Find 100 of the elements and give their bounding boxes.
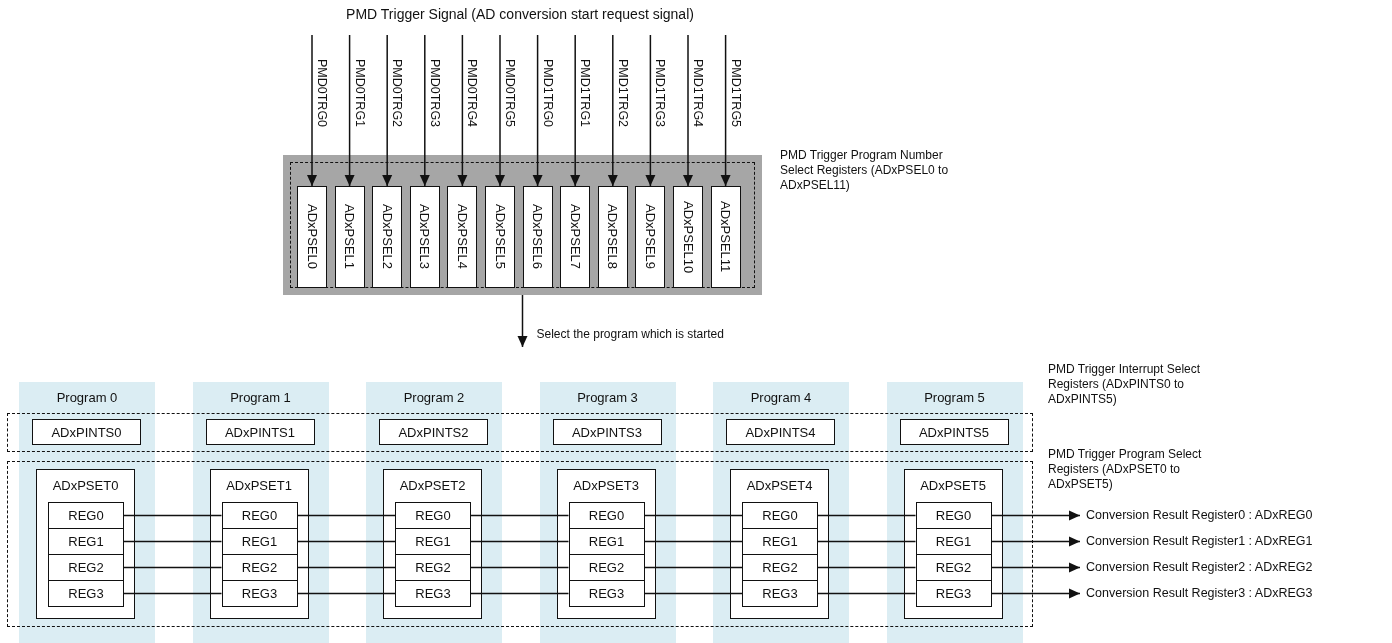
register-row: REG3: [221, 580, 298, 607]
edge-label: Select the program which is started: [536, 327, 724, 341]
output-label: Conversion Result Register3 : ADxREG3: [1086, 584, 1386, 602]
register-box: ADxPINTS2: [379, 419, 488, 445]
program-column: [886, 382, 1023, 643]
output-label: Conversion Result Register1 : ADxREG1: [1086, 532, 1386, 550]
arrow: [990, 588, 1081, 599]
register-label: ADxPSEL6: [530, 204, 546, 270]
edge-label: PMD1TRG2: [615, 59, 630, 128]
output-label: Conversion Result Register0 : ADxREG0: [1086, 506, 1386, 524]
connector-line: [470, 514, 570, 517]
register-box: [560, 186, 591, 288]
program-column: [539, 382, 676, 643]
register-label: ADxPSEL8: [605, 204, 621, 270]
connector-line: [817, 514, 917, 517]
register-row: REG1: [568, 528, 645, 555]
register-label: ADxPSEL5: [492, 204, 508, 270]
edge-label: PMD0TRG5: [503, 59, 517, 128]
register-row: REG0: [742, 502, 818, 529]
column-title: Program 3: [577, 390, 638, 405]
register-box: ADxPINTS5: [899, 419, 1009, 445]
diagram-title: PMD Trigger Signal (AD conversion start request signal): [345, 6, 695, 22]
edge-label: PMD1TRG0: [540, 59, 555, 128]
register-box: [597, 186, 628, 288]
register-box: [485, 186, 515, 288]
register-box: [522, 186, 553, 288]
register-row: REG2: [915, 554, 992, 581]
register-group-title: ADxPSET4: [746, 478, 813, 493]
arrow: [990, 562, 1081, 573]
connector-line: [123, 566, 223, 569]
program-column: [192, 382, 329, 643]
arrow: [419, 34, 430, 187]
register-box: [409, 186, 440, 288]
column-title: Program 1: [230, 390, 291, 405]
register-row: REG0: [395, 502, 471, 529]
arrow: [683, 34, 693, 187]
column-title: Program 5: [924, 390, 985, 405]
register-group-title: ADxPSET0: [52, 478, 119, 493]
register-row: REG3: [568, 580, 645, 607]
register-row: REG3: [48, 580, 124, 607]
connector-line: [817, 592, 917, 595]
register-panel: [283, 155, 762, 295]
register-row: REG2: [221, 554, 298, 581]
register-label: ADxPSEL1: [342, 204, 358, 270]
register-row: REG0: [48, 502, 124, 529]
arrow: [532, 34, 543, 187]
register-label: ADxPSEL2: [379, 204, 395, 270]
register-box: [372, 186, 403, 288]
register-row: REG3: [395, 580, 471, 607]
arrow: [720, 34, 731, 187]
connector-line: [296, 540, 396, 543]
register-box: [635, 186, 666, 288]
connector-line: [123, 592, 223, 595]
register-label: ADxPSEL11: [718, 201, 734, 273]
register-row: REG2: [48, 554, 124, 581]
program-column: [366, 382, 502, 643]
register-group-title: ADxPSET1: [226, 478, 292, 493]
edge-label: PMD1TRG3: [653, 59, 668, 128]
connector-line: [470, 540, 570, 543]
arrow: [307, 34, 317, 187]
connector-line: [296, 514, 396, 517]
connector-line: [470, 592, 570, 595]
annotation-text: PMD Trigger Program Select Registers (ADxPSET0 to ADxPSET5): [1048, 447, 1203, 492]
register-group-box: [209, 469, 309, 619]
edge-label: PMD1TRG4: [691, 59, 705, 128]
register-label: ADxPSEL0: [304, 204, 320, 270]
connector-line: [123, 540, 223, 543]
column-title: Program 0: [56, 390, 118, 405]
program-column: [19, 382, 155, 643]
connector-line: [643, 592, 743, 595]
register-box: ADxPINTS4: [726, 419, 835, 445]
edge-label: PMD0TRG4: [465, 59, 480, 128]
edge-label: PMD1TRG1: [578, 59, 593, 128]
register-group-box: [903, 469, 1003, 619]
register-label: ADxPSEL9: [642, 204, 658, 270]
edge-label: PMD0TRG0: [315, 59, 329, 128]
arrow: [990, 536, 1081, 547]
connector-line: [643, 514, 743, 517]
register-row: REG2: [395, 554, 471, 581]
arrow: [607, 34, 618, 187]
arrow: [570, 34, 581, 187]
register-row: REG1: [221, 528, 298, 555]
connector-line: [296, 592, 396, 595]
register-row: REG3: [742, 580, 818, 607]
register-row: REG1: [48, 528, 124, 555]
edge-label: PMD0TRG2: [390, 59, 405, 128]
register-label: ADxPSEL7: [567, 204, 583, 270]
register-row: REG2: [742, 554, 818, 581]
register-group-box: [36, 469, 135, 619]
register-row: REG1: [395, 528, 471, 555]
annotation-text: PMD Trigger Interrupt Select Registers (ADxPINTS0 to ADxPINTS5): [1048, 362, 1202, 407]
register-box: [673, 186, 703, 288]
program-column: [713, 382, 849, 643]
register-row: REG1: [742, 528, 818, 555]
register-group-box: [383, 469, 482, 619]
register-row: REG3: [915, 580, 992, 607]
arrow: [645, 34, 656, 187]
connector-line: [643, 566, 743, 569]
register-label: ADxPSEL3: [417, 204, 433, 270]
arrow: [382, 34, 393, 187]
